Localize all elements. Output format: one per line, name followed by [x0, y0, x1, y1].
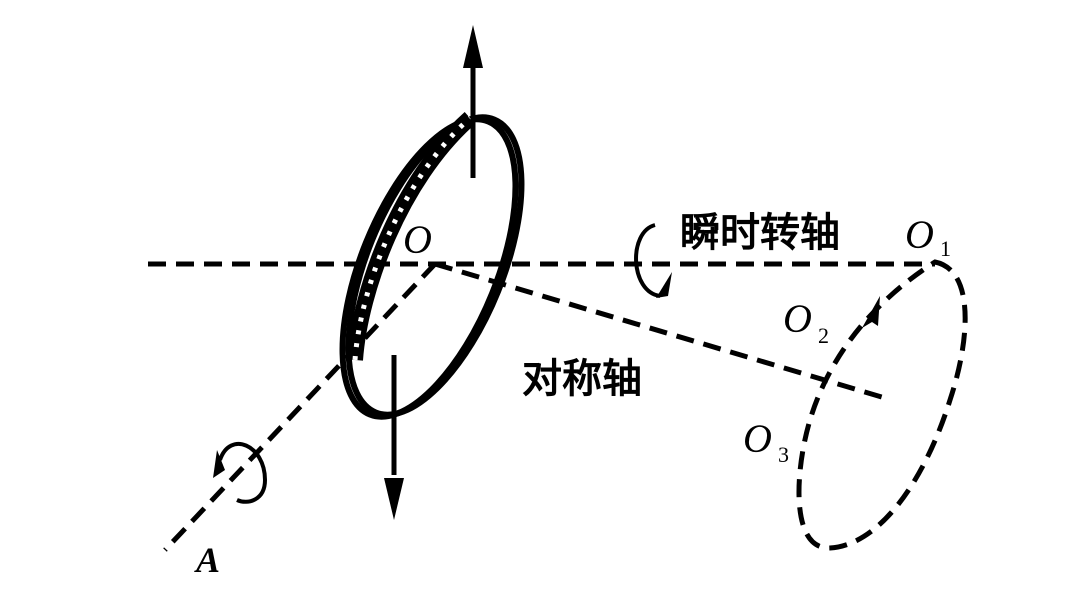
label-symmetry-axis: 对称轴 [522, 356, 642, 402]
precession-cone-ellipse [796, 259, 968, 551]
label-instant-axis: 瞬时转轴 [680, 210, 840, 256]
label-o3-sub: 3 [778, 442, 789, 467]
cone-direction-arrow-icon [862, 296, 880, 328]
label-o2: O [783, 296, 812, 341]
down-force-arrow-icon [384, 355, 404, 520]
up-force-arrow-icon [463, 25, 483, 178]
symmetry-axis-line [434, 261, 886, 401]
label-o1-sub: 1 [940, 236, 951, 261]
label-a: A [194, 540, 220, 580]
axis-a-line [163, 262, 437, 552]
label-o3: O [743, 416, 772, 461]
tilted-disk [339, 112, 525, 420]
axis-a-rotation-arrow-icon [213, 441, 268, 504]
label-center-o: O [403, 217, 432, 262]
label-o2-sub: 2 [818, 323, 829, 348]
label-o1: O [905, 212, 934, 257]
instant-axis-rotation-arrow-icon [634, 223, 672, 298]
